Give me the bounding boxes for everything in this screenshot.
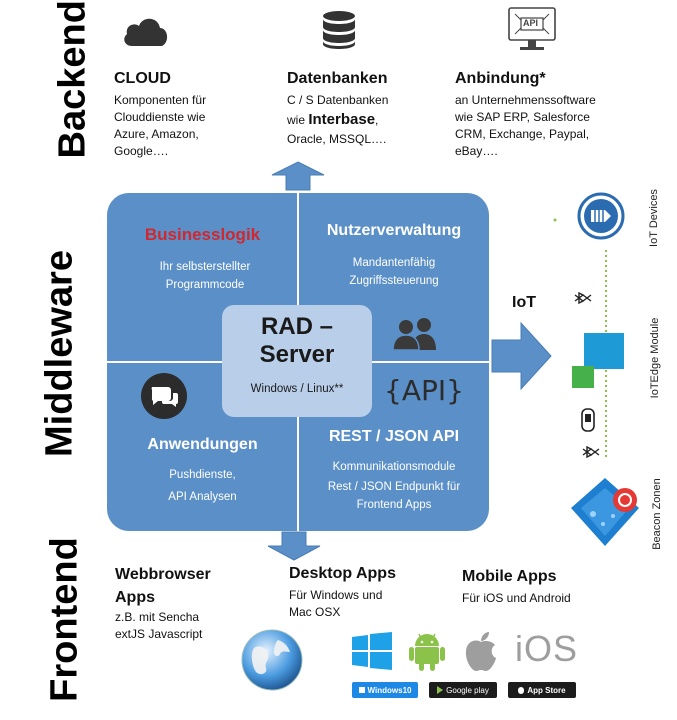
apple-badge-text: App Store xyxy=(527,685,566,695)
rest-line: Kommunikationsmodule xyxy=(332,461,456,473)
cloud-line: Komponenten für xyxy=(114,93,207,107)
anbindung-title: Anbindung* xyxy=(455,70,546,87)
apple-icon xyxy=(465,632,496,671)
iot-devices-label: IoT Devices xyxy=(648,189,660,247)
webbrowser-line: extJS Javascript xyxy=(115,627,203,641)
beacon-label: Beacon Zonen xyxy=(651,478,663,550)
android-icon xyxy=(409,633,445,671)
cloud-section: CLOUD Komponenten für Clouddienste wie A… xyxy=(114,70,274,160)
down-arrow xyxy=(267,531,321,561)
database-icon xyxy=(323,11,355,49)
anwendungen-line: Pushdienste, xyxy=(169,469,236,481)
windows-badge-text: Windows10 xyxy=(367,685,412,695)
up-arrow xyxy=(271,161,325,191)
iot-edge-label: IoTEdge Module xyxy=(649,317,661,399)
bluetooth-icon xyxy=(574,292,592,304)
rest-title: REST / JSON API xyxy=(328,428,460,445)
google-badge-text: Google play xyxy=(446,685,489,695)
desktop-section: Desktop Apps Für Windows und Mac OSX xyxy=(289,563,449,621)
cloud-icon xyxy=(124,18,168,46)
anbindung-line: CRM, Exchange, Paypal, xyxy=(455,127,590,141)
bluetooth-icon-2 xyxy=(582,446,600,458)
windows10-badge: Windows10 xyxy=(352,682,418,698)
webbrowser-section: Webbrowser Apps z.B. mit Sencha extJS Ja… xyxy=(115,563,275,643)
api-glyph: {API} xyxy=(384,374,464,407)
anbindung-line: wie SAP ERP, Salesforce xyxy=(455,110,590,124)
right-arrow xyxy=(491,322,552,390)
ios-text: iOS xyxy=(515,628,579,669)
windows-badge-icon xyxy=(358,687,365,693)
interbase-text: Interbase xyxy=(308,111,376,128)
webbrowser-line: z.B. mit Sencha xyxy=(115,610,200,624)
datenbanken-wie: wie xyxy=(287,113,309,127)
cloud-line: Clouddienste wie xyxy=(114,110,206,124)
globe-icon xyxy=(241,629,303,691)
nutzerverwaltung-text: Mandantenfähig Zugriffssteuerung xyxy=(300,254,488,290)
webbrowser-title-2: Apps xyxy=(115,589,155,606)
mobile-line: Für iOS und Android xyxy=(462,591,571,605)
cloud-line: Azure, Amazon, xyxy=(114,127,199,141)
apple-badge-icon xyxy=(518,686,525,694)
anwendungen-text: Pushdienste, API Analysen xyxy=(110,466,295,506)
anbindung-section: Anbindung* an Unternehmenssoftware wie S… xyxy=(455,70,655,160)
iot-edge-module-icon xyxy=(572,333,624,388)
mobile-title: Mobile Apps xyxy=(462,568,557,585)
datenbanken-line: C / S Datenbanken xyxy=(287,93,389,107)
google-play-badge: Google play xyxy=(429,682,497,698)
webbrowser-title: Webbrowser xyxy=(115,566,211,583)
rest-text: Kommunikationsmodule Rest / JSON Endpunk… xyxy=(300,458,488,514)
datenbanken-line: Oracle, MSSQL…. xyxy=(287,132,387,146)
datenbanken-comma: , xyxy=(375,113,379,127)
rest-line: Rest / JSON Endpunkt für xyxy=(327,481,461,493)
rad-server-box: RAD – Server Windows / Linux** xyxy=(222,305,372,417)
desktop-line: Mac OSX xyxy=(289,605,341,619)
beacon-device-icon xyxy=(581,408,595,432)
iot-device-icon xyxy=(577,192,625,240)
cloud-line: Google…. xyxy=(114,144,169,158)
nutzerverwaltung-line: Zugriffssteuerung xyxy=(349,275,439,287)
server-title: Server xyxy=(259,341,335,368)
windows-icon xyxy=(352,632,392,670)
anbindung-line: eBay…. xyxy=(455,144,498,158)
cloud-title: CLOUD xyxy=(114,70,171,87)
middleware-label: Middleware xyxy=(38,250,81,457)
anwendungen-title: Anwendungen xyxy=(147,436,258,453)
backend-label: Backend xyxy=(51,0,94,159)
nutzerverwaltung-title: Nutzerverwaltung xyxy=(326,222,462,239)
datenbanken-section: Datenbanken C / S Datenbanken wie Interb… xyxy=(287,70,447,148)
frontend-label: Frontend xyxy=(43,537,86,702)
api-monitor-text: API xyxy=(523,18,539,28)
users-icon xyxy=(392,318,436,350)
nutzerverwaltung-line: Mandantenfähig xyxy=(352,257,436,269)
businesslogik-line: Ihr selbsterstellter xyxy=(159,261,251,273)
beacon-zone-icon xyxy=(571,478,639,546)
iot-label: IoT xyxy=(512,294,536,311)
desktop-title: Desktop Apps xyxy=(289,565,396,582)
api-monitor-icon: API xyxy=(507,6,557,54)
mobile-section: Mobile Apps Für iOS und Android xyxy=(462,566,642,607)
anbindung-line: an Unternehmenssoftware xyxy=(455,93,596,107)
rad-subtitle: Windows / Linux** xyxy=(250,383,344,395)
businesslogik-line: Programmcode xyxy=(165,279,245,291)
desktop-line: Für Windows und xyxy=(289,588,383,602)
rest-line: Frontend Apps xyxy=(356,499,432,511)
chat-icon xyxy=(141,373,187,419)
datenbanken-line: wie Interbase, xyxy=(287,109,447,131)
play-badge-icon xyxy=(437,686,444,694)
app-store-badge: App Store xyxy=(508,682,576,698)
anwendungen-line: API Analysen xyxy=(168,491,237,503)
businesslogik-title: Businesslogik xyxy=(144,225,261,244)
businesslogik-text: Ihr selbsterstellter Programmcode xyxy=(110,258,300,294)
datenbanken-title: Datenbanken xyxy=(287,70,388,87)
rad-title: RAD – xyxy=(260,313,333,340)
